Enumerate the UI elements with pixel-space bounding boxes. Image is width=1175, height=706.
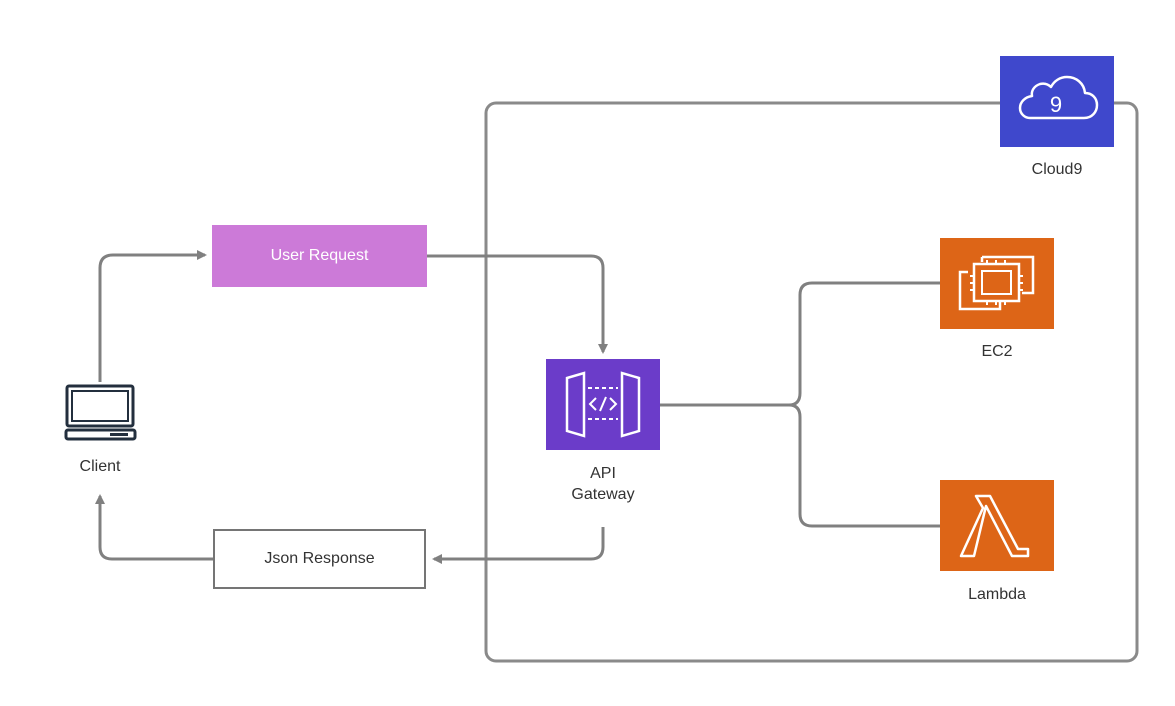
lambda-label: Lambda — [968, 586, 1026, 603]
connector-api-to-response — [432, 527, 605, 564]
aws-group-container — [484, 101, 1139, 663]
connector-client-to-request — [98, 250, 207, 382]
json-response-box: Json Response — [213, 529, 426, 589]
svg-text:9: 9 — [1050, 92, 1062, 117]
connector-api-to-ec2 — [660, 281, 940, 407]
connector-api-to-lambda — [788, 403, 940, 528]
cloud9-label: Cloud9 — [1031, 161, 1083, 178]
api-gateway-label-line1: API — [590, 465, 616, 482]
ec2-chip-icon — [940, 238, 1054, 329]
desktop-computer-icon — [64, 384, 137, 441]
user-request-label: User Request — [270, 247, 369, 264]
api-gateway-icon — [546, 359, 660, 450]
connector-response-to-client — [95, 494, 213, 561]
api-gateway-label-line2: Gateway — [571, 486, 635, 503]
connector-request-to-api — [427, 254, 608, 354]
client-label: Client — [79, 458, 121, 475]
lambda-icon — [940, 480, 1054, 571]
cloud9-icon: 9 — [1000, 56, 1114, 147]
json-response-label: Json Response — [264, 550, 375, 567]
user-request-box: User Request — [212, 225, 427, 287]
ec2-label: EC2 — [981, 343, 1013, 360]
